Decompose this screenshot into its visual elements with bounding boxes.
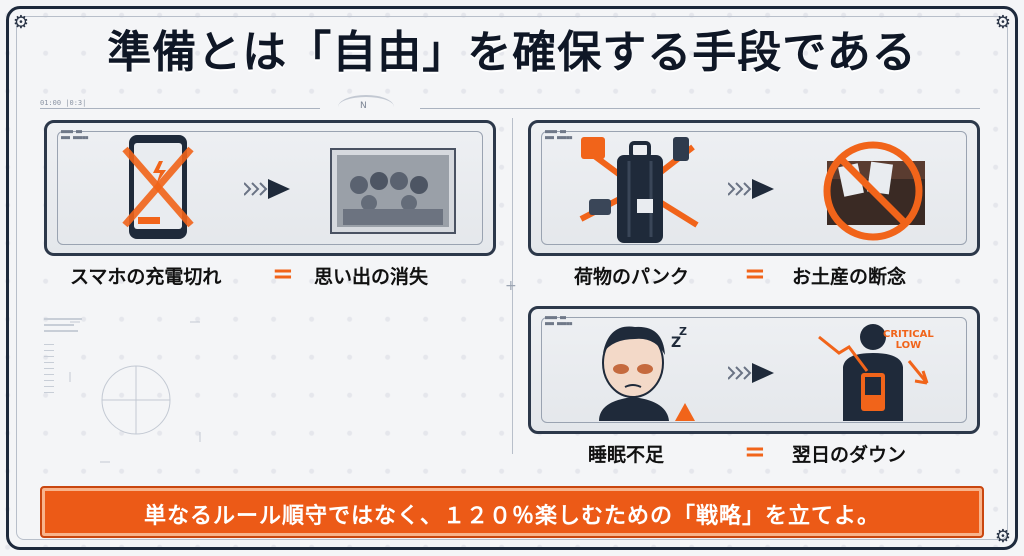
badge-line-1: CRITICAL bbox=[883, 329, 934, 340]
page-title: 準備とは「自由」を確保する手段である bbox=[107, 27, 917, 78]
arrow-icon bbox=[728, 179, 774, 199]
caption-sleep-right: 翌日のダウン bbox=[792, 444, 907, 466]
caption-sleep-left: 睡眠不足 bbox=[588, 444, 665, 466]
caption-luggage-right: お土産の断念 bbox=[792, 266, 907, 288]
hud-decoration bbox=[44, 318, 201, 463]
equals-sign: = bbox=[272, 259, 294, 289]
smartphone-icon bbox=[122, 135, 194, 239]
panel-phone: ■■■■ ■■ ■■■ ■■■■■ bbox=[44, 120, 496, 256]
panel-tag: ■■■■ ■■ ■■■ ■■■■■ bbox=[545, 315, 573, 327]
body-battery-icon bbox=[818, 324, 929, 421]
banner-text: 単なるルール順守ではなく、１２０％楽しむための「戦略」を立てよ。 bbox=[143, 504, 880, 529]
svg-text:Z: Z bbox=[671, 335, 681, 351]
center-divider bbox=[512, 118, 513, 454]
panel-sleep: ■■■■ ■■ ■■■ ■■■■■ Z Z CRITICAL LOW bbox=[528, 306, 980, 434]
hud-timestamp: 01:00 |0:3| bbox=[40, 99, 87, 107]
caption-luggage-left: 荷物のパンク bbox=[574, 266, 689, 288]
arrow-icon bbox=[728, 363, 774, 383]
center-crosshair: + bbox=[505, 278, 517, 294]
inner-frame bbox=[16, 16, 1008, 540]
caption-phone-right: 思い出の消失 bbox=[314, 266, 429, 288]
outer-frame bbox=[6, 6, 1018, 550]
hud-line bbox=[40, 108, 320, 109]
compass-arc bbox=[338, 95, 394, 119]
bottom-banner: 単なるルール順守ではなく、１２０％楽しむための「戦略」を立てよ。 bbox=[40, 486, 984, 538]
gear-icon: ⚙ bbox=[994, 526, 1012, 547]
caption-phone-left: スマホの充電切れ bbox=[70, 266, 222, 288]
badge-line-2: LOW bbox=[895, 340, 922, 351]
critical-low-badge: CRITICAL LOW bbox=[883, 329, 934, 351]
svg-text:Z: Z bbox=[679, 325, 687, 338]
equals-sign: = bbox=[744, 437, 766, 467]
suitcase-icon bbox=[579, 137, 699, 243]
panel-tag: ■■■■ ■■ ■■■ ■■■■■ bbox=[545, 129, 573, 141]
compass-label: N bbox=[360, 101, 367, 111]
arrow-icon bbox=[244, 179, 290, 199]
equals-sign: = bbox=[744, 259, 766, 289]
panel-tag: ■■■■ ■■ ■■■ ■■■■■ bbox=[61, 129, 89, 141]
gear-icon: ⚙ bbox=[994, 12, 1012, 33]
gear-icon: ⚙ bbox=[12, 12, 30, 33]
hud-line bbox=[420, 108, 980, 109]
photo-frame-icon bbox=[330, 148, 456, 234]
panel-luggage: ■■■■ ■■ ■■■ ■■■■■ bbox=[528, 120, 980, 256]
gift-box-icon bbox=[823, 141, 925, 241]
tired-face-icon: Z Z bbox=[599, 325, 695, 421]
